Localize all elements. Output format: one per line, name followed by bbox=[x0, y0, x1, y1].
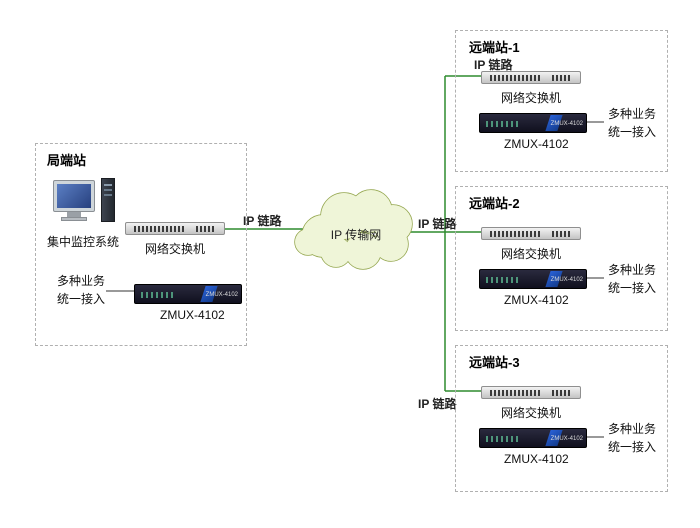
remote-2-access-line1: 多种业务 bbox=[608, 263, 657, 277]
monitoring-system-label: 集中监控系统 bbox=[47, 235, 120, 249]
ip-link-label-remote2: IP 链路 bbox=[418, 217, 457, 231]
monitoring-pc-icon bbox=[53, 178, 123, 230]
remote-station-3-box: 远端站-3 网络交换机 ZMUX-4102 ZMUX-4102 多种业务 统一接… bbox=[455, 345, 668, 492]
remote-station-1-box: 远端站-1 网络交换机 ZMUX-4102 ZMUX-4102 多种业务 统一接… bbox=[455, 30, 668, 172]
remote-2-access-line2: 统一接入 bbox=[608, 281, 657, 295]
central-zmux-label: ZMUX-4102 bbox=[160, 308, 225, 322]
remote-2-switch-label: 网络交换机 bbox=[501, 247, 562, 261]
cloud-label: IP 传输网 bbox=[330, 228, 382, 242]
remote-1-switch-device bbox=[481, 71, 581, 84]
remote-2-title: 远端站-2 bbox=[469, 196, 520, 211]
central-zmux-device: ZMUX-4102 bbox=[134, 284, 242, 304]
remote-1-zmux-device: ZMUX-4102 bbox=[479, 113, 587, 133]
ip-link-label-left: IP 链路 bbox=[243, 214, 282, 228]
central-access-line1: 多种业务 bbox=[57, 274, 106, 288]
remote-1-access-line1: 多种业务 bbox=[608, 107, 657, 121]
remote-3-switch-device bbox=[481, 386, 581, 399]
remote-2-switch-device bbox=[481, 227, 581, 240]
monitor-stand bbox=[67, 212, 81, 217]
pc-tower-icon bbox=[101, 178, 115, 222]
remote-2-zmux-device: ZMUX-4102 bbox=[479, 269, 587, 289]
zmux-face-label: ZMUX-4102 bbox=[205, 292, 238, 298]
zmux-face-label: ZMUX-4102 bbox=[550, 121, 583, 127]
remote-1-access-line2: 统一接入 bbox=[608, 125, 657, 139]
remote-1-title: 远端站-1 bbox=[469, 40, 520, 55]
remote-3-switch-label: 网络交换机 bbox=[501, 406, 562, 420]
remote-1-zmux-label: ZMUX-4102 bbox=[504, 137, 569, 151]
remote-3-zmux-device: ZMUX-4102 bbox=[479, 428, 587, 448]
central-station-box bbox=[35, 143, 247, 346]
central-access-line2: 统一接入 bbox=[57, 292, 106, 306]
remote-2-zmux-label: ZMUX-4102 bbox=[504, 293, 569, 307]
central-switch-label: 网络交换机 bbox=[145, 242, 206, 256]
ip-link-label-remote3: IP 链路 bbox=[418, 397, 457, 411]
remote-3-zmux-label: ZMUX-4102 bbox=[504, 452, 569, 466]
remote-3-title: 远端站-3 bbox=[469, 355, 520, 370]
remote-3-access-line1: 多种业务 bbox=[608, 422, 657, 436]
zmux-face-label: ZMUX-4102 bbox=[550, 436, 583, 442]
monitor-icon bbox=[53, 180, 95, 212]
remote-3-access-line2: 统一接入 bbox=[608, 440, 657, 454]
monitor-screen bbox=[57, 184, 91, 208]
remote-1-switch-label: 网络交换机 bbox=[501, 91, 562, 105]
ip-network-cloud bbox=[294, 189, 413, 270]
central-switch-device bbox=[125, 222, 225, 235]
remote-station-2-box: 远端站-2 网络交换机 ZMUX-4102 ZMUX-4102 多种业务 统一接… bbox=[455, 186, 668, 331]
monitor-base bbox=[61, 217, 87, 221]
central-station-title: 局端站 bbox=[47, 153, 87, 168]
zmux-face-label: ZMUX-4102 bbox=[550, 277, 583, 283]
ip-link-label-remote1: IP 链路 bbox=[474, 58, 513, 72]
